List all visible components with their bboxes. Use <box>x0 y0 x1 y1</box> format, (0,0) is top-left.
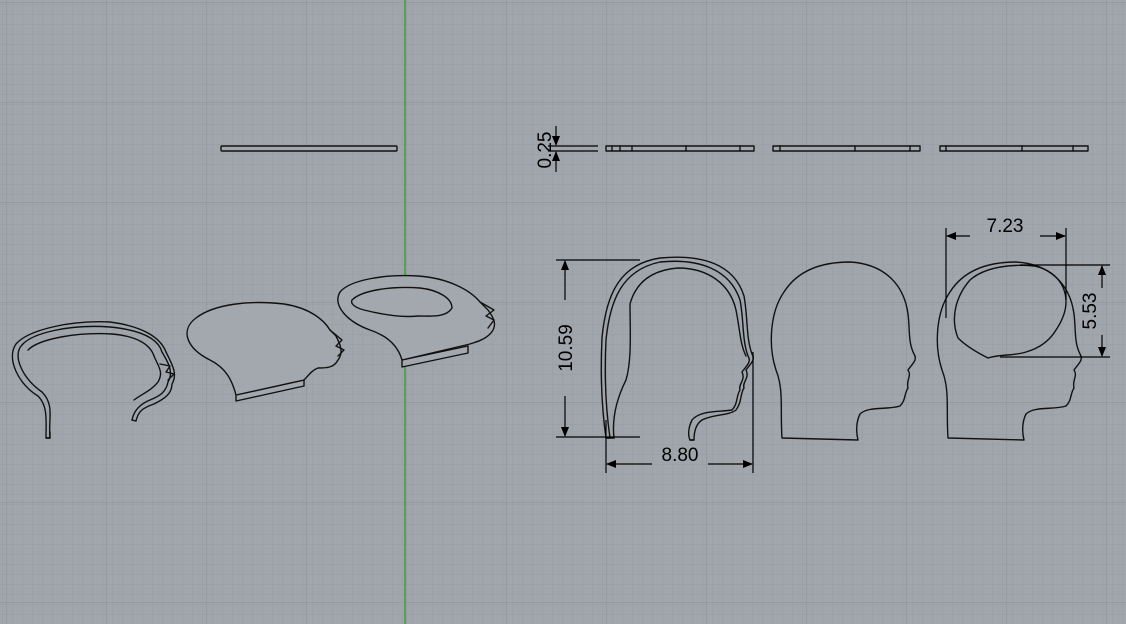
top-view-slab-3[interactable] <box>772 145 921 152</box>
front-head-outline[interactable] <box>600 256 755 441</box>
width-label: 8.80 <box>662 445 699 466</box>
width-dimension[interactable] <box>605 352 754 473</box>
thickness-dimension[interactable] <box>548 126 598 172</box>
front-head-brain[interactable] <box>936 261 1083 441</box>
brain-height-label: 5.53 <box>1080 293 1101 330</box>
perspective-head-slab[interactable] <box>186 301 345 402</box>
perspective-head-ring[interactable] <box>11 321 176 439</box>
top-view-slab-2[interactable] <box>605 145 755 152</box>
front-head-solid[interactable] <box>770 261 917 441</box>
top-view-slab-4[interactable] <box>939 145 1089 152</box>
thickness-label: 0.25 <box>535 132 556 169</box>
brain-height-dimension[interactable] <box>1000 264 1110 358</box>
top-view-slab-1[interactable] <box>220 145 398 152</box>
brain-width-dimension[interactable] <box>945 228 1067 318</box>
height-dimension[interactable] <box>556 259 640 438</box>
height-label: 10.59 <box>556 324 577 372</box>
brain-width-label: 7.23 <box>987 216 1024 237</box>
perspective-head-brain-cutout[interactable] <box>337 274 496 368</box>
